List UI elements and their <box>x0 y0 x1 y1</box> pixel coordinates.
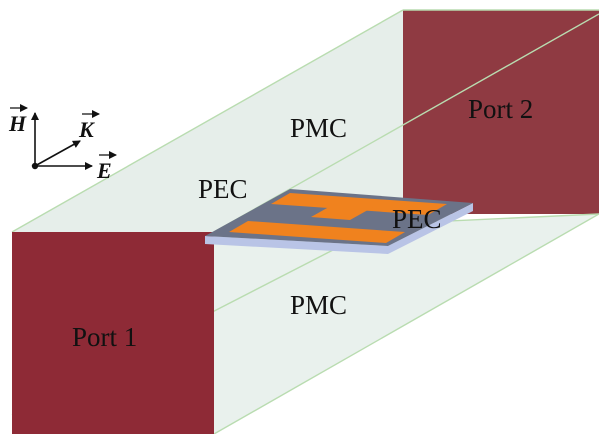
i-shaped-metal-pattern <box>229 193 447 243</box>
port-1-label: Port 1 <box>72 322 137 352</box>
k-axis-label: K <box>78 117 95 142</box>
i-bar-bottom <box>229 221 405 243</box>
pmc-top-label: PMC <box>290 113 347 143</box>
k-axis-arrow <box>34 140 81 167</box>
h-axis-label: H <box>8 111 27 136</box>
i-stem <box>311 203 375 220</box>
pmc-bottom-label: PMC <box>290 290 347 320</box>
port-2-label: Port 2 <box>468 94 533 124</box>
coordinate-axes: H K E <box>8 104 117 183</box>
e-axis-label: E <box>96 158 112 183</box>
pec-left-label: PEC <box>198 174 248 204</box>
port-1-face <box>12 232 214 434</box>
port-2-face <box>403 10 599 214</box>
i-bar-top <box>271 193 447 215</box>
pec-right-label: PEC <box>392 204 442 234</box>
substrate-side <box>205 203 473 254</box>
